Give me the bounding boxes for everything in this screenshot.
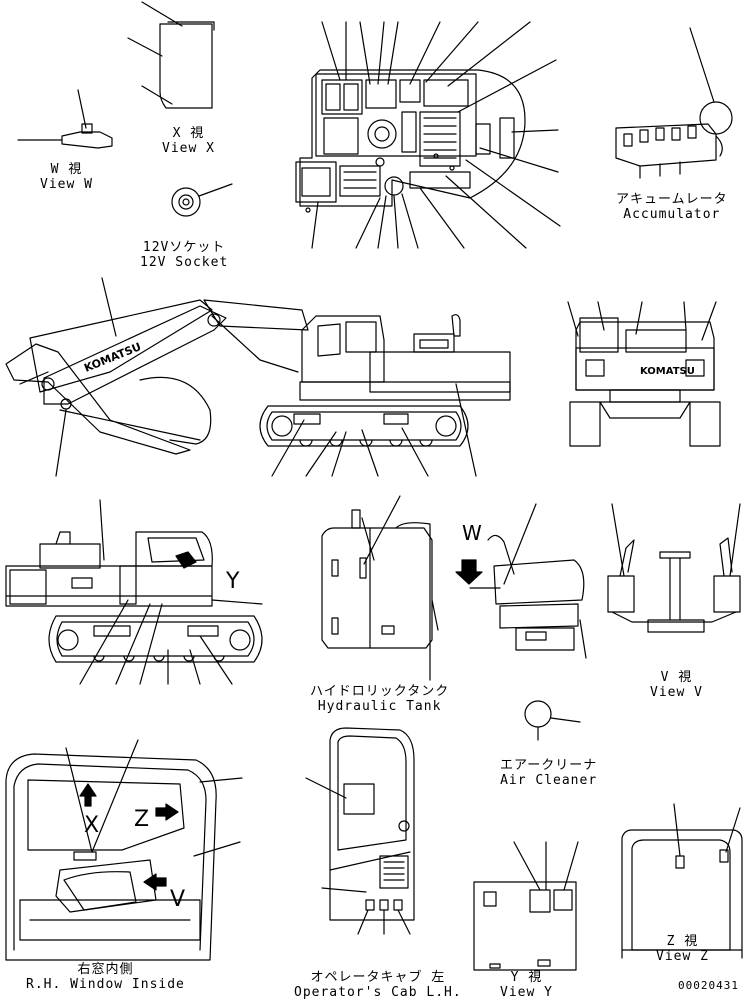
rh-window-inside bbox=[5, 739, 243, 961]
view-x-caption: X 視 View X bbox=[162, 126, 215, 156]
rh-window-en: R.H. Window Inside bbox=[26, 977, 185, 992]
drawing-serial-number: 00020431 bbox=[678, 979, 739, 992]
hydraulic-tank bbox=[321, 495, 439, 681]
cab-lh-en: Operator's Cab L.H. bbox=[294, 985, 462, 1000]
left-arrow-v bbox=[143, 873, 167, 891]
view-x-plate bbox=[127, 1, 215, 109]
hydraulic-tank-caption: ハイドロリックタンク Hydraulic Tank bbox=[310, 684, 449, 714]
view-v-pointer-letter: V bbox=[170, 887, 185, 912]
rear-brand-logo: KOMATSU bbox=[640, 366, 695, 377]
air-cleaner bbox=[524, 700, 581, 741]
view-w-caption: W 視 View W bbox=[40, 162, 93, 192]
view-x-jp: X 視 bbox=[172, 126, 205, 141]
view-y-en: View Y bbox=[500, 985, 553, 1000]
machine-left-side-view bbox=[5, 499, 263, 685]
air-cleaner-caption: エアークリーナ Air Cleaner bbox=[500, 758, 597, 788]
view-z-frame bbox=[621, 803, 743, 959]
rear-view bbox=[567, 301, 721, 447]
accumulator-en: Accumulator bbox=[623, 207, 721, 222]
excavator-side-view bbox=[5, 299, 511, 455]
view-z-pointer-letter: Z bbox=[134, 807, 149, 832]
view-w-arrow bbox=[455, 559, 483, 585]
view-y-jp: Y 視 bbox=[510, 970, 543, 985]
air-cleaner-en: Air Cleaner bbox=[500, 773, 598, 788]
view-z-caption: Z 視 View Z bbox=[656, 934, 709, 964]
hydraulic-tank-jp: ハイドロリックタンク bbox=[310, 684, 450, 699]
cab-top-leader-lines bbox=[311, 21, 561, 249]
right-arrow-z bbox=[155, 803, 179, 821]
accumulator-assembly bbox=[615, 27, 733, 179]
view-y-caption: Y 視 View Y bbox=[500, 970, 553, 1000]
view-z-en: View Z bbox=[656, 949, 709, 964]
rh-window-caption: 右窓内側 R.H. Window Inside bbox=[26, 962, 185, 992]
hydraulic-tank-en: Hydraulic Tank bbox=[317, 699, 442, 714]
view-x-en: View X bbox=[162, 141, 215, 156]
rh-window-jp: 右窓内側 bbox=[77, 962, 134, 977]
view-z-jp: Z 視 bbox=[666, 934, 699, 949]
view-v-en: View V bbox=[650, 685, 703, 700]
socket-12v bbox=[171, 183, 233, 217]
socket-jp: 12Vソケット bbox=[142, 240, 226, 255]
accumulator-jp: アキュームレータ bbox=[616, 192, 728, 207]
operator-cab-lh bbox=[305, 727, 415, 935]
view-w-jp: W 視 bbox=[50, 162, 83, 177]
air-cleaner-jp: エアークリーナ bbox=[500, 758, 598, 773]
accumulator-caption: アキュームレータ Accumulator bbox=[616, 192, 728, 222]
cab-top-view bbox=[295, 69, 526, 213]
view-v-caption: V 視 View V bbox=[650, 670, 703, 700]
view-y-panel bbox=[473, 841, 579, 971]
view-w-pointer-letter: W bbox=[462, 521, 482, 545]
side-view-leader-lines bbox=[55, 277, 477, 477]
view-x-pointer-letter: X bbox=[84, 813, 99, 838]
up-arrow-x bbox=[79, 783, 97, 807]
cab-lh-caption: オペレータキャブ 左 Operator's Cab L.H. bbox=[294, 970, 462, 1000]
view-w-en: View W bbox=[40, 177, 93, 192]
view-y-pointer-letter: Y bbox=[225, 569, 240, 594]
view-v-jp: V 視 bbox=[660, 670, 693, 685]
socket-en: 12V Socket bbox=[140, 255, 229, 270]
socket-caption: 12Vソケット 12V Socket bbox=[140, 240, 228, 270]
control-lever-view bbox=[469, 503, 587, 659]
view-v-levers bbox=[607, 503, 741, 633]
view-w-lever bbox=[17, 89, 113, 149]
cab-lh-jp: オペレータキャブ 左 bbox=[310, 970, 446, 985]
